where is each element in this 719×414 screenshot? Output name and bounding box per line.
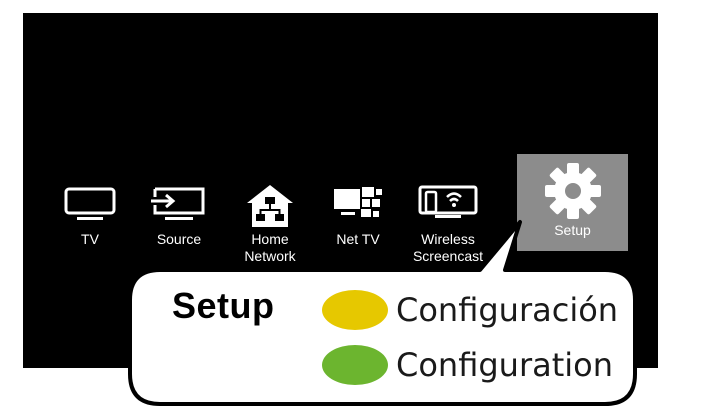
menu-item-source[interactable]: Source xyxy=(138,173,220,273)
menu-item-net-tv[interactable]: Net TV xyxy=(317,173,399,273)
net-tv-icon xyxy=(317,183,399,225)
yellow-dot xyxy=(322,290,388,330)
menu-item-home-network[interactable]: Home Network xyxy=(229,173,311,273)
menu-item-label: Source xyxy=(156,231,202,247)
wireless-screencast-icon xyxy=(407,183,489,225)
menu-item-tv[interactable]: TV xyxy=(49,173,131,273)
callout-title: Setup xyxy=(172,285,275,326)
source-input-icon xyxy=(138,183,220,225)
green-dot xyxy=(322,345,388,385)
menu-item-label: Setup xyxy=(554,222,591,238)
menu-item-wireless-screencast[interactable]: Wireless Screencast xyxy=(407,173,489,273)
menu-item-label: Home Network xyxy=(244,231,296,264)
menu-item-label: TV xyxy=(81,231,99,247)
legend-item-french: Configuration xyxy=(322,343,613,387)
legend-text: Configuración xyxy=(396,291,619,329)
legend-item-spanish: Configuración xyxy=(322,288,618,332)
menu-item-label: Wireless Screencast xyxy=(412,231,484,264)
gear-icon xyxy=(517,160,628,220)
menu-item-setup[interactable]: Setup xyxy=(517,154,628,251)
home-network-icon xyxy=(229,183,311,227)
tv-icon xyxy=(49,183,131,225)
legend-text: Configuration xyxy=(396,346,614,384)
menu-item-label: Net TV xyxy=(336,231,380,247)
